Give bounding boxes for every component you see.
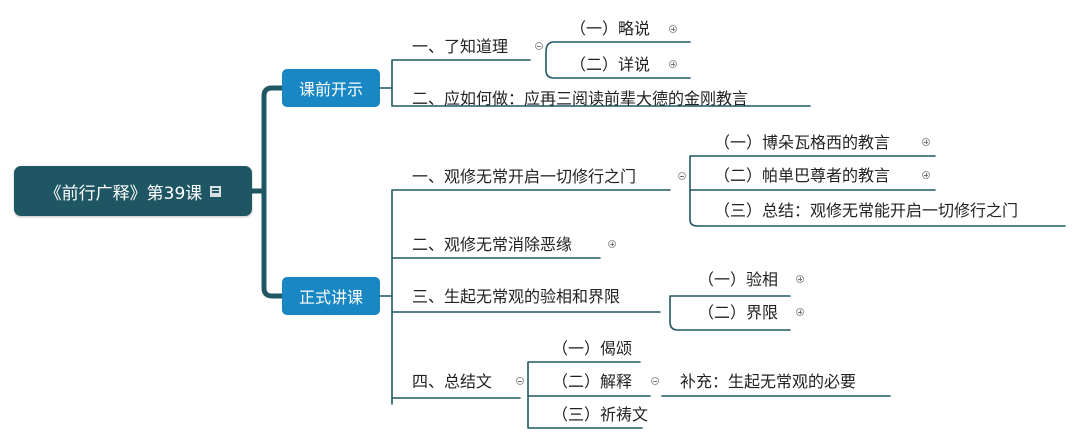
expand-toggle-icon[interactable] [796, 308, 804, 316]
main-item3-sub1[interactable]: （一）验相 [698, 270, 779, 289]
root-label: 《前行广释》第39课 [44, 183, 203, 204]
intro-item1[interactable]: 一、了知道理 [412, 37, 509, 56]
root-node[interactable]: 《前行广释》第39课 [14, 166, 252, 216]
branch-intro-label: 课前开示 [298, 80, 363, 99]
branch-intro[interactable]: 课前开示 [282, 69, 380, 107]
main-item3[interactable]: 三、生起无常观的验相和界限 [412, 287, 621, 306]
collapse-toggle-icon[interactable] [535, 42, 543, 50]
expand-toggle-icon[interactable] [922, 171, 930, 179]
notes-icon[interactable] [210, 185, 222, 197]
branch-main[interactable]: 正式讲课 [282, 277, 380, 315]
expand-toggle-icon[interactable] [669, 60, 677, 68]
main-item1[interactable]: 一、观修无常开启一切修行之门 [412, 167, 637, 186]
main-item1-sub3[interactable]: （三）总结：观修无常能开启一切修行之门 [714, 201, 1019, 220]
collapse-toggle-icon[interactable] [678, 172, 686, 180]
collapse-toggle-icon[interactable] [516, 377, 524, 385]
collapse-toggle-icon[interactable] [651, 377, 659, 385]
main-connector [379, 189, 671, 405]
intro-connector [379, 59, 811, 107]
expand-toggle-icon[interactable] [608, 240, 616, 248]
main-item1-connector [689, 155, 1066, 227]
main-item1-sub2[interactable]: （二）帕单巴尊者的教言 [714, 166, 891, 185]
expand-toggle-icon[interactable] [669, 25, 677, 33]
main-item4-sub2[interactable]: （二）解释 [552, 372, 633, 391]
main-item3-connector [669, 295, 791, 331]
intro-item1-sub1[interactable]: （一）略说 [570, 19, 651, 38]
main-item4-sub1[interactable]: （一）偈颂 [552, 339, 633, 358]
branch-main-label: 正式讲课 [298, 288, 363, 307]
main-item4-sub3[interactable]: （三）祈祷文 [552, 405, 649, 424]
expand-toggle-icon[interactable] [796, 275, 804, 283]
main-item4-connector [527, 361, 651, 429]
intro-item2[interactable]: 二、应如何做：应再三阅读前辈大德的金刚教言 [412, 89, 749, 108]
trunk-vertical [261, 85, 285, 299]
expand-toggle-icon[interactable] [922, 138, 930, 146]
main-item4[interactable]: 四、总结文 [412, 372, 493, 391]
intro-item1-connector [545, 41, 691, 79]
main-item1-sub1[interactable]: （一）博朵瓦格西的教言 [714, 133, 891, 152]
main-item3-sub2[interactable]: （二）界限 [698, 303, 779, 322]
main-item4-sub2-child[interactable]: 补充：生起无常观的必要 [680, 372, 857, 391]
intro-item1-sub2[interactable]: （二）详说 [570, 55, 651, 74]
main-item2[interactable]: 二、观修无常消除恶缘 [412, 235, 573, 254]
